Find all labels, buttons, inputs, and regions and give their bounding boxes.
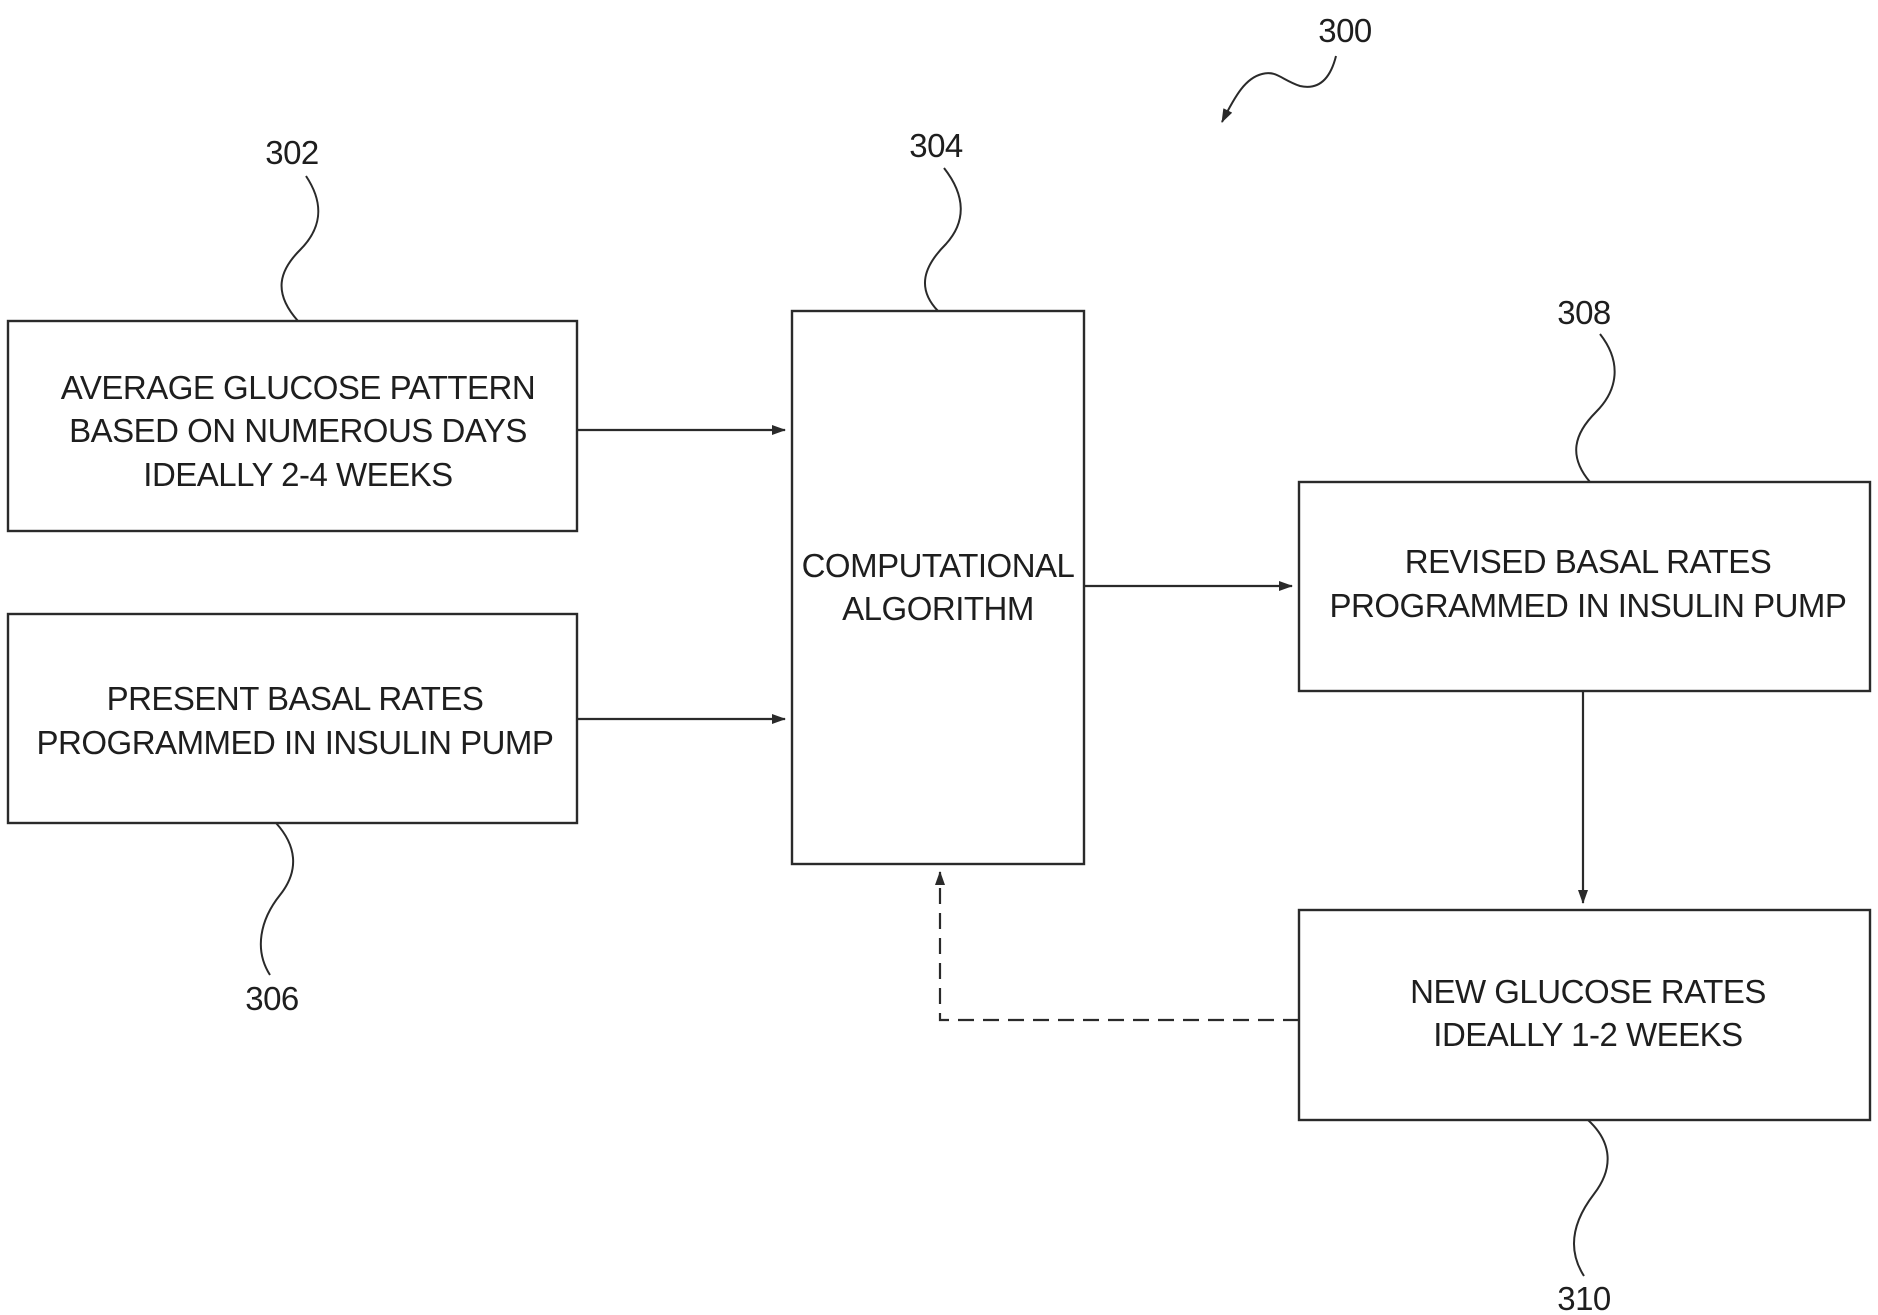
node-average-glucose-line-1: AVERAGE GLUCOSE PATTERN — [61, 369, 535, 406]
node-average-glucose-line-2: BASED ON NUMEROUS DAYS — [69, 412, 527, 449]
ref-label-304: 304 — [909, 127, 963, 164]
ref-label-306: 306 — [245, 980, 299, 1017]
ref-label-310: 310 — [1557, 1280, 1611, 1315]
node-new-glucose: NEW GLUCOSE RATES IDEALLY 1-2 WEEKS — [1299, 910, 1870, 1120]
node-present-basal-box — [8, 614, 577, 823]
node-new-glucose-box — [1299, 910, 1870, 1120]
node-new-glucose-line-1: NEW GLUCOSE RATES — [1410, 973, 1766, 1010]
node-computational-algorithm-line-2: ALGORITHM — [842, 590, 1034, 627]
ref-label-302: 302 — [265, 134, 319, 171]
node-revised-basal-line-2: PROGRAMMED IN INSULIN PUMP — [1330, 587, 1847, 624]
node-average-glucose-line-3: IDEALLY 2-4 WEEKS — [143, 456, 452, 493]
node-computational-algorithm-line-1: COMPUTATIONAL — [802, 547, 1075, 584]
ref-leader-310 — [1574, 1120, 1608, 1276]
node-revised-basal: REVISED BASAL RATES PROGRAMMED IN INSULI… — [1299, 482, 1870, 691]
node-computational-algorithm: COMPUTATIONAL ALGORITHM — [792, 311, 1084, 864]
figure-reference-leader — [1222, 56, 1336, 122]
ref-label-308: 308 — [1557, 294, 1611, 331]
node-new-glucose-line-2: IDEALLY 1-2 WEEKS — [1433, 1016, 1742, 1053]
node-revised-basal-line-1: REVISED BASAL RATES — [1405, 543, 1771, 580]
node-computational-algorithm-box — [792, 311, 1084, 864]
node-present-basal-line-2: PROGRAMMED IN INSULIN PUMP — [37, 724, 554, 761]
ref-leader-304 — [925, 168, 961, 311]
node-present-basal: PRESENT BASAL RATES PROGRAMMED IN INSULI… — [8, 614, 577, 823]
figure-reference-label: 300 — [1318, 12, 1372, 49]
ref-leader-302 — [282, 176, 319, 321]
edge-new-glucose-feedback-to-algorithm — [940, 872, 1299, 1020]
node-average-glucose: AVERAGE GLUCOSE PATTERN BASED ON NUMEROU… — [8, 321, 577, 531]
ref-leader-308 — [1576, 334, 1614, 482]
ref-leader-306 — [261, 823, 293, 975]
node-present-basal-line-1: PRESENT BASAL RATES — [107, 680, 484, 717]
